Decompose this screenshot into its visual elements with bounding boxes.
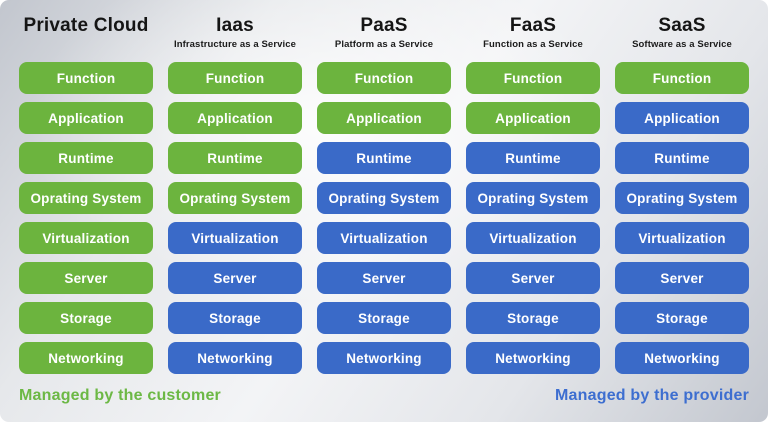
layer-networking: Networking [317, 342, 451, 374]
layer-networking: Networking [615, 342, 749, 374]
layer-virtualization: Virtualization [19, 222, 153, 254]
layer-networking: Networking [19, 342, 153, 374]
layer-server: Server [615, 262, 749, 294]
column-title: Iaas [216, 15, 254, 36]
layer-function: Function [466, 62, 600, 94]
layer-virtualization: Virtualization [466, 222, 600, 254]
layer-application: Application [615, 102, 749, 134]
column-subtitle: Software as a Service [632, 39, 732, 50]
layer-server: Server [317, 262, 451, 294]
layer-virtualization: Virtualization [615, 222, 749, 254]
layer-oprating-system: Oprating System [317, 182, 451, 214]
layer-runtime: Runtime [466, 142, 600, 174]
column-subtitle: Infrastructure as a Service [173, 39, 297, 50]
layer-storage: Storage [615, 302, 749, 334]
column-title: SaaS [658, 15, 706, 36]
layer-function: Function [317, 62, 451, 94]
legend-managed-by-provider: Managed by the provider [555, 387, 749, 404]
layer-server: Server [168, 262, 302, 294]
layer-oprating-system: Oprating System [466, 182, 600, 214]
column-title: Private Cloud [23, 15, 149, 36]
column-subtitle: Function as a Service [483, 39, 583, 50]
layer-application: Application [19, 102, 153, 134]
layer-application: Application [466, 102, 600, 134]
layer-function: Function [615, 62, 749, 94]
layer-application: Application [317, 102, 451, 134]
layer-storage: Storage [19, 302, 153, 334]
layer-storage: Storage [317, 302, 451, 334]
layer-function: Function [168, 62, 302, 94]
layer-oprating-system: Oprating System [19, 182, 153, 214]
layer-storage: Storage [466, 302, 600, 334]
legend-managed-by-customer: Managed by the customer [19, 387, 221, 404]
column-header-private-cloud: Private Cloud [19, 13, 153, 62]
layer-oprating-system: Oprating System [615, 182, 749, 214]
column-header-paas: PaaS Platform as a Service [317, 13, 451, 62]
column-subtitle [19, 39, 153, 51]
layer-server: Server [19, 262, 153, 294]
layer-runtime: Runtime [19, 142, 153, 174]
legend: Managed by the customer Managed by the p… [19, 387, 749, 405]
layer-runtime: Runtime [168, 142, 302, 174]
column-title: PaaS [360, 15, 408, 36]
column-header-faas: FaaS Function as a Service [466, 13, 600, 62]
layer-networking: Networking [168, 342, 302, 374]
layer-server: Server [466, 262, 600, 294]
layer-virtualization: Virtualization [317, 222, 451, 254]
layer-virtualization: Virtualization [168, 222, 302, 254]
column-title: FaaS [509, 15, 557, 36]
layer-application: Application [168, 102, 302, 134]
column-header-saas: SaaS Software as a Service [615, 13, 749, 62]
layer-networking: Networking [466, 342, 600, 374]
layer-storage: Storage [168, 302, 302, 334]
layer-runtime: Runtime [317, 142, 451, 174]
layer-oprating-system: Oprating System [168, 182, 302, 214]
layer-function: Function [19, 62, 153, 94]
layer-runtime: Runtime [615, 142, 749, 174]
column-subtitle: Platform as a Service [334, 39, 434, 50]
